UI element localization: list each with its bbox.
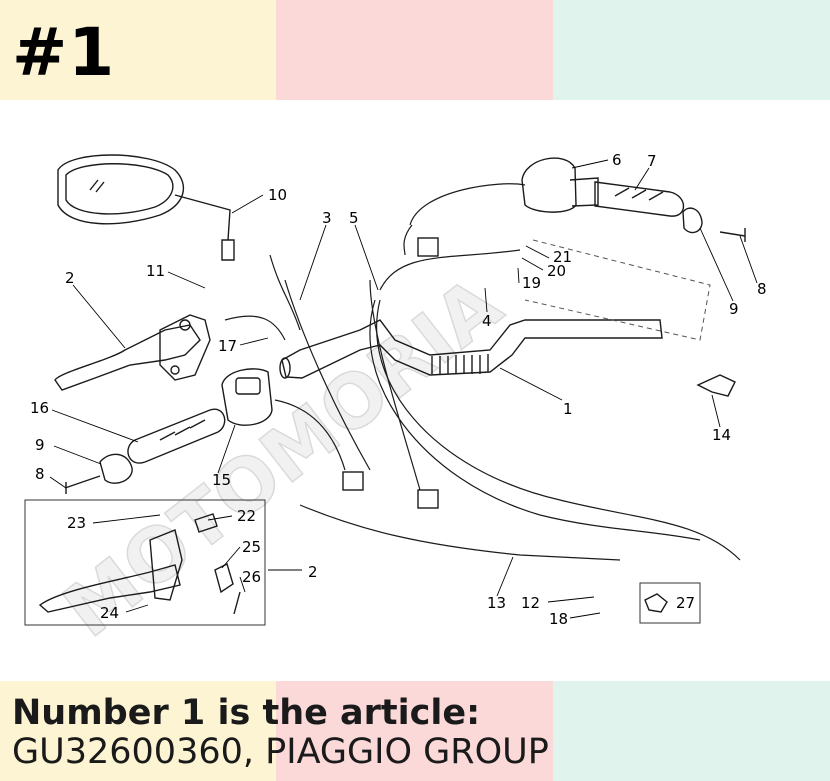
right-grip	[594, 181, 685, 217]
callout-12: 12	[521, 594, 540, 612]
callout-labels: 10 3 5 6 7 2 11 17 4 21 20 19 8 9 1 16 9…	[30, 151, 767, 628]
callout-20: 20	[547, 262, 566, 280]
item-number-badge: #1	[12, 14, 116, 91]
callout-4: 4	[482, 312, 492, 330]
header-band-yellow	[0, 0, 276, 100]
callout-9-right: 9	[729, 300, 739, 318]
footer-band-yellow	[0, 681, 276, 781]
callout-15: 15	[212, 471, 231, 489]
callout-1: 1	[563, 400, 573, 418]
callout-23: 23	[67, 514, 86, 532]
caption-article-code: GU32600360, PIAGGIO GROUP	[12, 732, 549, 772]
callout-8-left: 8	[35, 465, 45, 483]
left-grip	[127, 408, 226, 464]
callout-14: 14	[712, 426, 731, 444]
handlebar	[279, 319, 663, 379]
callout-6: 6	[612, 151, 622, 169]
throttle-detail-outline	[524, 239, 711, 341]
part-27-clip	[644, 593, 668, 613]
callout-19: 19	[522, 274, 541, 292]
callout-2-inset: 2	[308, 563, 318, 581]
handlebar-parts-diagram: MOTOMORIA	[24, 151, 767, 655]
control-cables	[224, 183, 741, 561]
callout-18: 18	[549, 610, 568, 628]
callout-3: 3	[322, 209, 332, 227]
footer-band-pink	[276, 681, 553, 781]
callout-13: 13	[487, 594, 506, 612]
callout-10: 10	[268, 186, 287, 204]
callout-17: 17	[218, 337, 237, 355]
watermark: MOTOMORIA	[48, 261, 517, 654]
header-band-pink	[276, 0, 553, 100]
callout-16: 16	[30, 399, 49, 417]
caption-title: Number 1 is the article:	[12, 693, 481, 733]
clutch-lever	[54, 314, 211, 391]
callout-26: 26	[242, 568, 261, 586]
callout-21: 21	[553, 248, 572, 266]
left-switch-housing	[221, 368, 273, 426]
callout-2: 2	[65, 269, 75, 287]
callout-22: 22	[237, 507, 256, 525]
left-bar-end	[64, 453, 133, 494]
part-27-box	[639, 582, 701, 624]
callout-24: 24	[100, 604, 119, 622]
callout-11: 11	[146, 262, 165, 280]
header-band-mint	[553, 0, 830, 100]
leader-lines	[49, 159, 758, 619]
callout-27: 27	[676, 594, 695, 612]
cable-clip	[696, 374, 736, 397]
callout-25: 25	[242, 538, 261, 556]
callout-7: 7	[647, 152, 657, 170]
lever-detail-inset	[24, 499, 266, 626]
callout-9-left: 9	[35, 436, 45, 454]
footer-band-mint	[553, 681, 830, 781]
mirror	[57, 154, 235, 261]
throttle-housing	[521, 157, 599, 213]
callout-8-right: 8	[757, 280, 767, 298]
callout-5: 5	[349, 209, 359, 227]
right-bar-end	[682, 207, 746, 242]
